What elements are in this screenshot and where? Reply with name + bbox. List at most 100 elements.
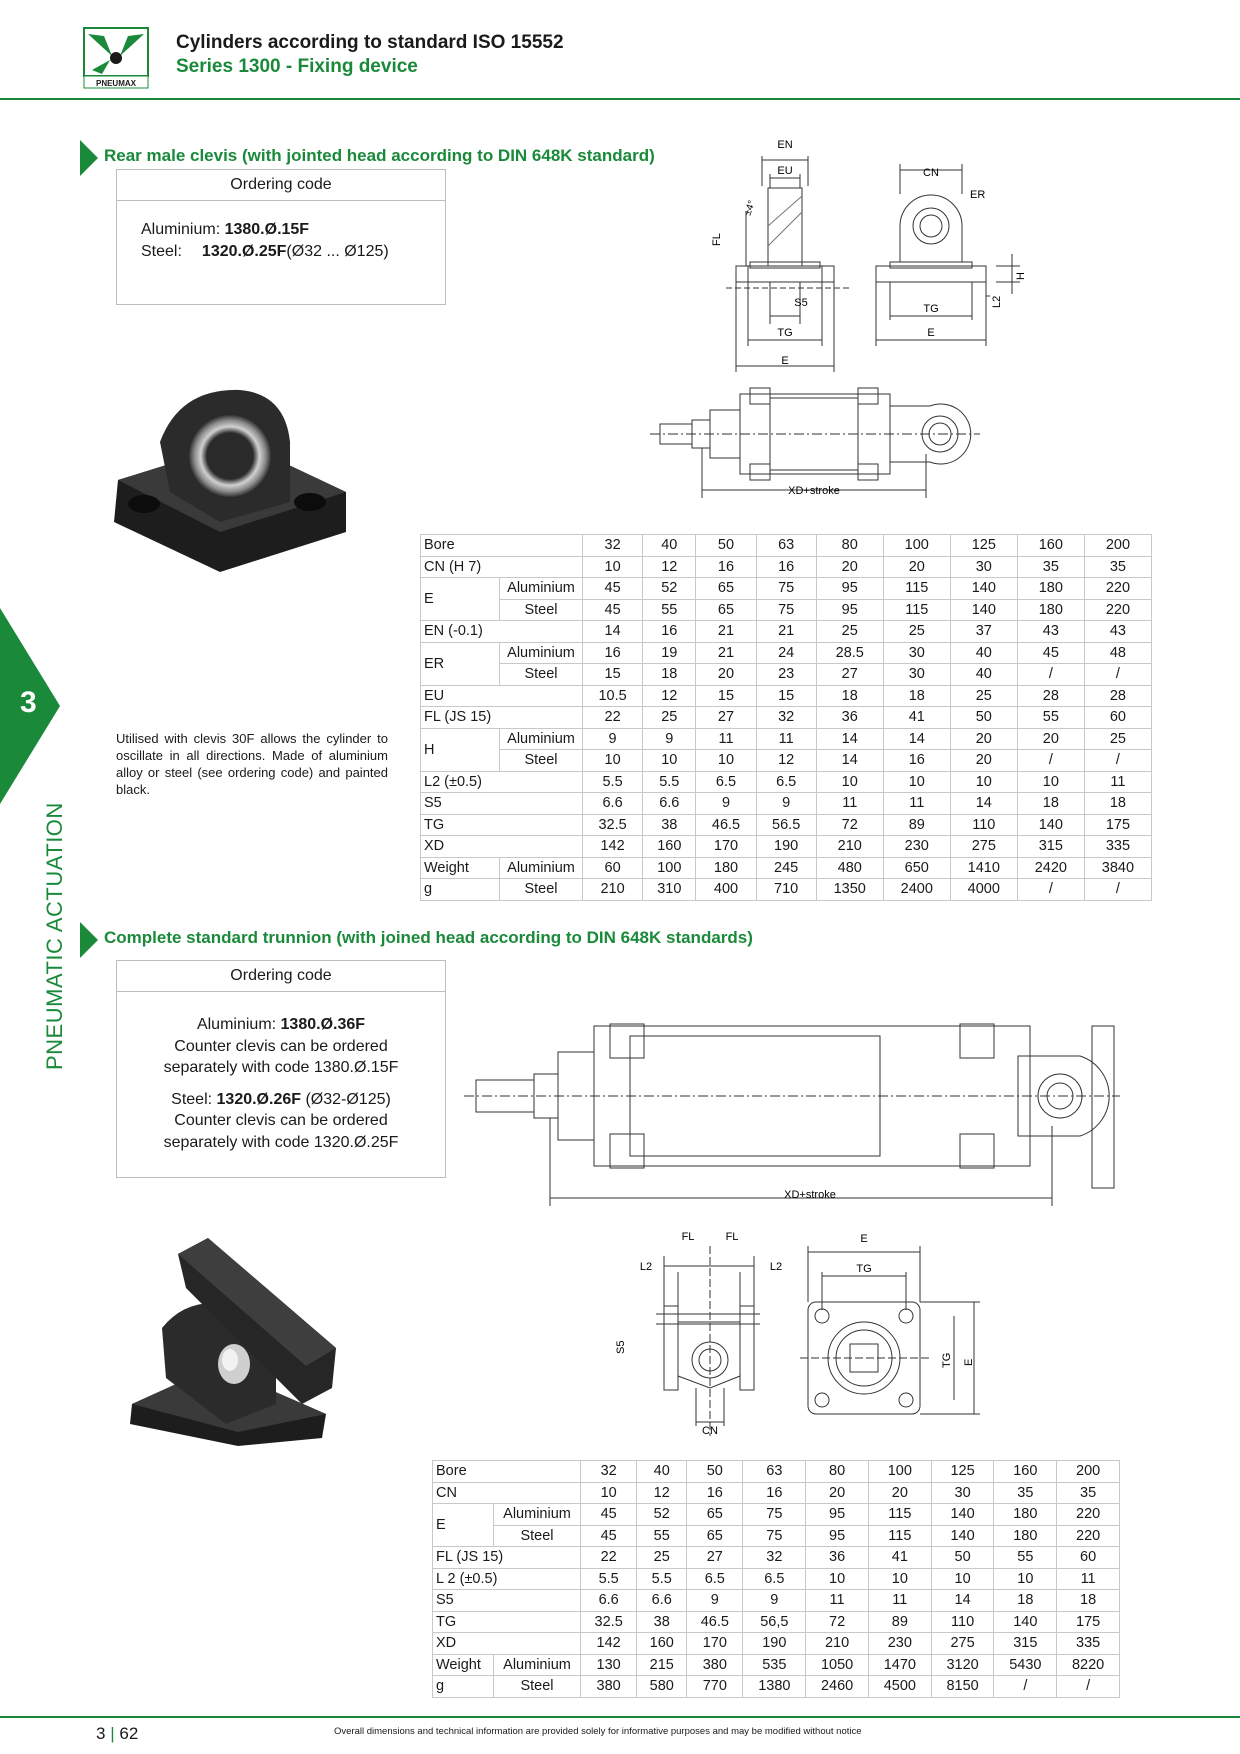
row-label: XD [420,835,583,858]
table-cell: 2420 [1016,856,1085,879]
row-label: TG [420,813,583,836]
section2-title: Complete standard trunnion (with joined … [104,928,753,947]
table-cell: 28.5 [815,641,884,664]
dim-fl: FL [711,233,723,246]
row-sublabel: Steel [499,749,583,772]
table-cell: 10 [805,1567,869,1590]
dim-s5: S5 [794,297,807,309]
table-cell: 27 [686,1546,744,1569]
row-label: CN [432,1481,581,1504]
table-cell: 16 [882,749,951,772]
table-cell: 60 [581,856,644,879]
table-cell: 210 [581,878,644,901]
table-cell: 16 [695,555,757,578]
row-sublabel: Aluminium [493,1653,581,1676]
table-cell: 110 [949,813,1018,836]
steel-note-1: Counter clevis can be ordered [174,1112,388,1129]
table-cell: 400 [695,878,757,901]
table-cell: 11 [695,727,757,750]
ordering-header: Ordering code [117,170,445,201]
dim-e-left: E [781,355,788,367]
alu-note-1: Counter clevis can be ordered [174,1037,388,1055]
table-cell: 16 [686,1481,744,1504]
alu-code: 1380.Ø.15F [224,221,310,238]
table-cell: 160 [993,1460,1058,1483]
table-cell: 9 [642,727,697,750]
table-cell: 45 [579,1503,638,1526]
footer-divider [0,1716,1240,1718]
table-cell: 18 [882,684,951,707]
table-cell: 180 [1016,598,1085,621]
table-cell: 48 [1083,641,1153,664]
row-label: L 2 (±0.5) [432,1567,581,1590]
table-cell: 55 [642,598,697,621]
table-cell: 142 [579,1632,638,1655]
table-cell: 95 [805,1524,869,1547]
alu-note-2: separately with code 1380.Ø.15F [163,1059,399,1076]
table-cell: 10 [579,1481,638,1504]
table-cell: 55 [636,1524,688,1547]
dim-e-top: E [860,1233,867,1245]
rear-male-clevis-photo [114,389,346,572]
table-cell: 15 [755,684,817,707]
table-cell: 10 [581,749,644,772]
table-cell: / [1083,663,1153,686]
table-cell: 50 [695,534,757,557]
table-cell: 245 [755,856,817,879]
row-label: Bore [432,1460,581,1483]
table-cell: 50 [686,1460,744,1483]
cylinder-trunnion-assembly-drawing: XD+stroke [464,1023,1120,1206]
row-label: Weight [420,856,500,879]
row-label: Bore [420,534,583,557]
table-cell: 180 [695,856,757,879]
table-cell: 16 [755,555,817,578]
dim-fl-2: FL [726,1231,739,1243]
table-cell: 1380 [742,1675,807,1698]
table-cell: 40 [636,1460,688,1483]
section2-ordering-box: Ordering code Aluminium: 1380.Ø.36F Coun… [116,960,446,1178]
clevis-dimension-drawing: EN EU CN ER ±4° FL H L2 S5 TG TG E E [711,139,1027,372]
table-cell: 32 [755,706,817,729]
row-sublabel: Steel [493,1524,581,1547]
table-cell: 315 [1016,835,1085,858]
table-cell: 140 [993,1610,1058,1633]
table-cell: 35 [993,1481,1058,1504]
table-cell: 115 [882,577,951,600]
table-cell: 20 [949,727,1018,750]
table-cell: 80 [805,1460,869,1483]
row-sublabel: Steel [493,1675,581,1698]
table-cell: 130 [579,1653,638,1676]
table-cell: 10 [581,555,644,578]
table-cell: 45 [581,577,644,600]
row-label: E [420,577,500,621]
table-cell: 220 [1083,577,1153,600]
table-cell: 18 [1083,792,1153,815]
row-sublabel: Aluminium [493,1503,581,1526]
chapter-number: 3 [20,686,37,719]
row-label: g [432,1675,494,1698]
table-cell: 770 [686,1675,744,1698]
table-cell: 1050 [805,1653,869,1676]
table-cell: 50 [949,706,1018,729]
row-label: L2 (±0.5) [420,770,583,793]
table-cell: 6.6 [581,792,644,815]
table-cell: 4500 [867,1675,932,1698]
table-cell: 5.5 [636,1567,688,1590]
table-cell: 75 [755,598,817,621]
table-cell: / [1056,1675,1120,1698]
table-cell: 142 [581,835,644,858]
table-cell: 6.5 [742,1567,807,1590]
table-cell: 35 [1016,555,1085,578]
table-cell: 180 [993,1524,1058,1547]
row-label: CN (H 7) [420,555,583,578]
